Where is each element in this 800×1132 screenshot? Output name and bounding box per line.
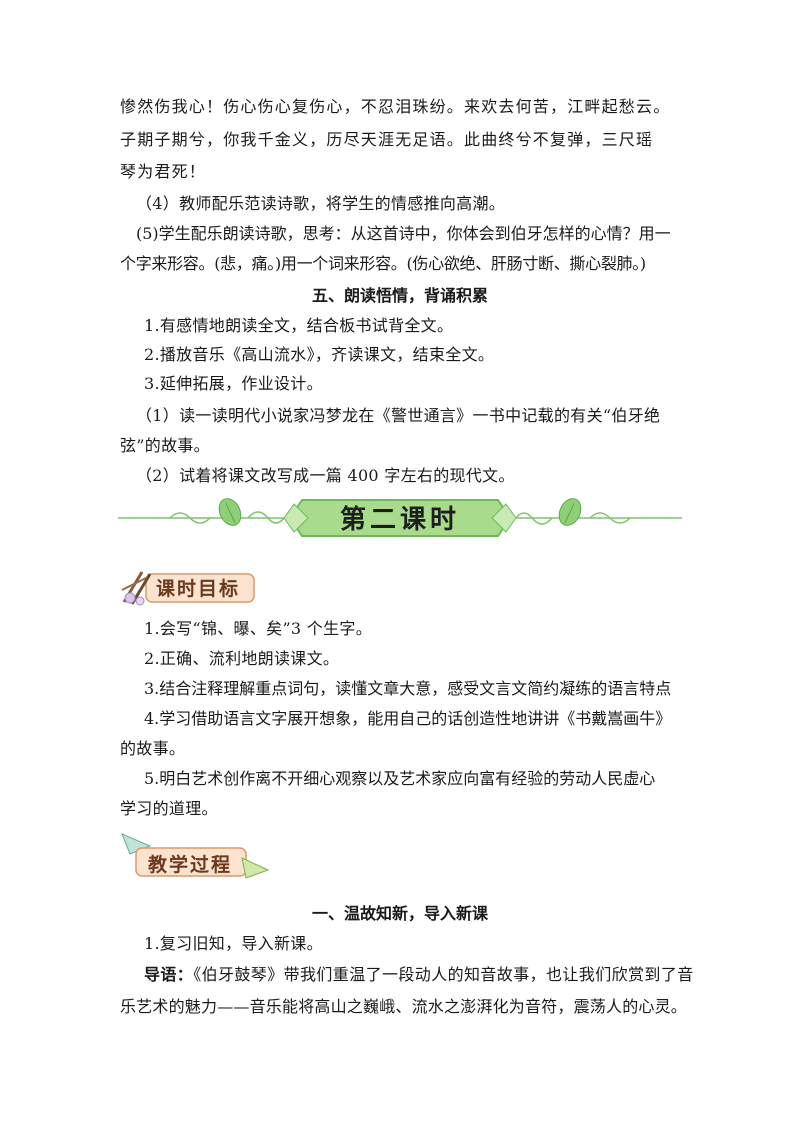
paper-plane-icon: [121, 833, 270, 879]
step-5-text: (5)学生配乐朗读诗歌，思考：从这首诗中，你体会到伯牙怎样的心情？用一: [136, 224, 671, 243]
section-5-heading: 五、朗读悟情，背诵积累: [311, 286, 488, 305]
goal-3: 3.结合注释理解重点词句，读懂文章大意，感受文言文简约凝练的语言特点: [144, 679, 672, 698]
poem-line-2: 子期子期兮，你我千金义，历尽天涯无足语。此曲终兮不复弹，三尺瑶: [120, 130, 654, 149]
banner-decoration-icon: [118, 498, 682, 537]
goal-2: 2.正确、流利地朗读课文。: [144, 649, 340, 668]
process-tag: 教学过程: [120, 830, 270, 882]
section-5-sub-1: （1）读一读明代小说家冯梦龙在《警世通言》一书中记载的有关“伯牙绝: [136, 406, 661, 425]
process-tag-label: 教学过程: [148, 854, 233, 876]
banner-title: 第二课时: [339, 505, 460, 535]
section-5-item-1: 1.有感情地朗读全文，结合板书试背全文。: [144, 316, 454, 335]
step-5-text-cont: 个字来形容。(悲，痛。)用一个词来形容。(伤心欲绝、肝肠寸断、撕心裂肺。): [120, 254, 646, 273]
goal-5: 5.明白艺术创作离不开细心观察以及艺术家应向富有经验的劳动人民虚心: [144, 769, 656, 788]
goals-tag: 课时目标: [120, 568, 260, 606]
goal-4: 4.学习借助语言文字展开想象，能用自己的话创造性地讲讲《书戴嵩画牛》: [144, 709, 672, 728]
intro-paragraph: 导语：《伯牙鼓琴》带我们重温了一段动人的知音故事，也让我们欣赏到了音: [144, 963, 714, 987]
section-5-item-3: 3.延伸拓展，作业设计。: [144, 374, 323, 393]
section-5-sub-1-cont: 弦”的故事。: [120, 436, 210, 455]
goal-5-cont: 学习的道理。: [120, 799, 218, 818]
brush-icon: [121, 571, 255, 606]
section-5-item-2: 2.播放音乐《高山流水》，齐读课文，结束全文。: [144, 345, 495, 364]
step-4-text: （4）教师配乐范读诗歌，将学生的情感推向高潮。: [136, 194, 506, 213]
section-5-sub-2: （2）试着将课文改写成一篇 400 字左右的现代文。: [136, 466, 515, 485]
intro-text: 《伯牙鼓琴》带我们重温了一段动人的知音故事，也让我们欣赏到了音: [193, 965, 694, 984]
intro-paragraph-cont: 乐艺术的魅力——音乐能将高山之巍峨、流水之澎湃化为音符，震荡人的心灵。: [120, 997, 688, 1016]
goal-1: 1.会写“锦、曝、矣”3 个生字。: [144, 619, 372, 638]
goal-4-cont: 的故事。: [120, 739, 186, 758]
poem-line-3: 琴为君死！: [120, 162, 207, 181]
lesson-banner: 第二课时: [118, 490, 682, 546]
process-item-1: 1.复习旧知，导入新课。: [144, 934, 323, 953]
section-1-heading: 一、温故知新，导入新课: [311, 904, 488, 923]
poem-line-1: 惨然伤我心！伤心伤心复伤心，不忍泪珠纷。来欢去何苦，江畔起愁云。: [120, 97, 671, 116]
intro-lead: 导语：: [144, 965, 194, 984]
goals-tag-label: 课时目标: [156, 578, 241, 600]
